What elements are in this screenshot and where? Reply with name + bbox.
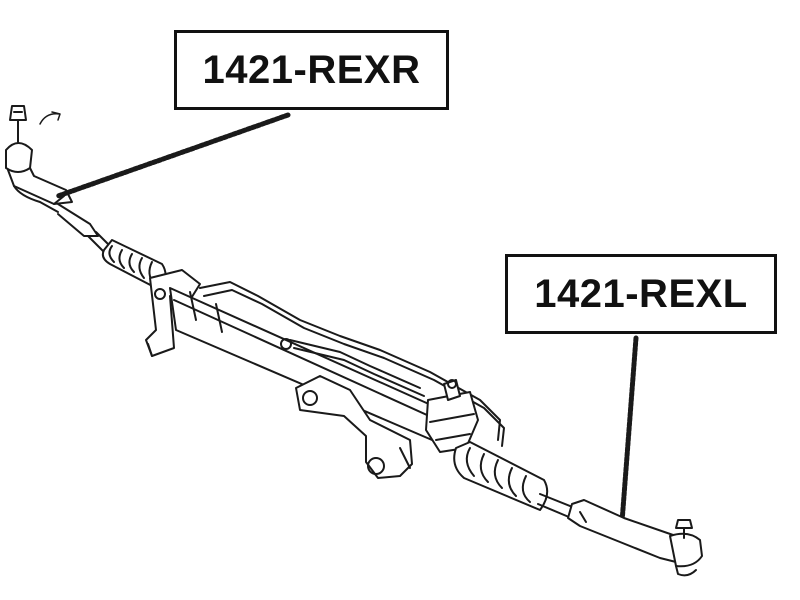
part-label-right: 1421-REXR	[174, 30, 449, 110]
leader-line-right	[55, 112, 291, 199]
mount-bracket-right	[145, 269, 201, 357]
part-label-left: 1421-REXL	[505, 254, 777, 334]
valve-body	[295, 375, 413, 479]
bellows-boot-left	[453, 441, 549, 511]
tie-rod-end-left	[567, 499, 703, 577]
tie-rod-end-right	[5, 105, 99, 237]
leader-line-left	[619, 335, 639, 525]
inner-tie-rod-right	[87, 231, 111, 253]
arrow-icon	[39, 111, 61, 125]
